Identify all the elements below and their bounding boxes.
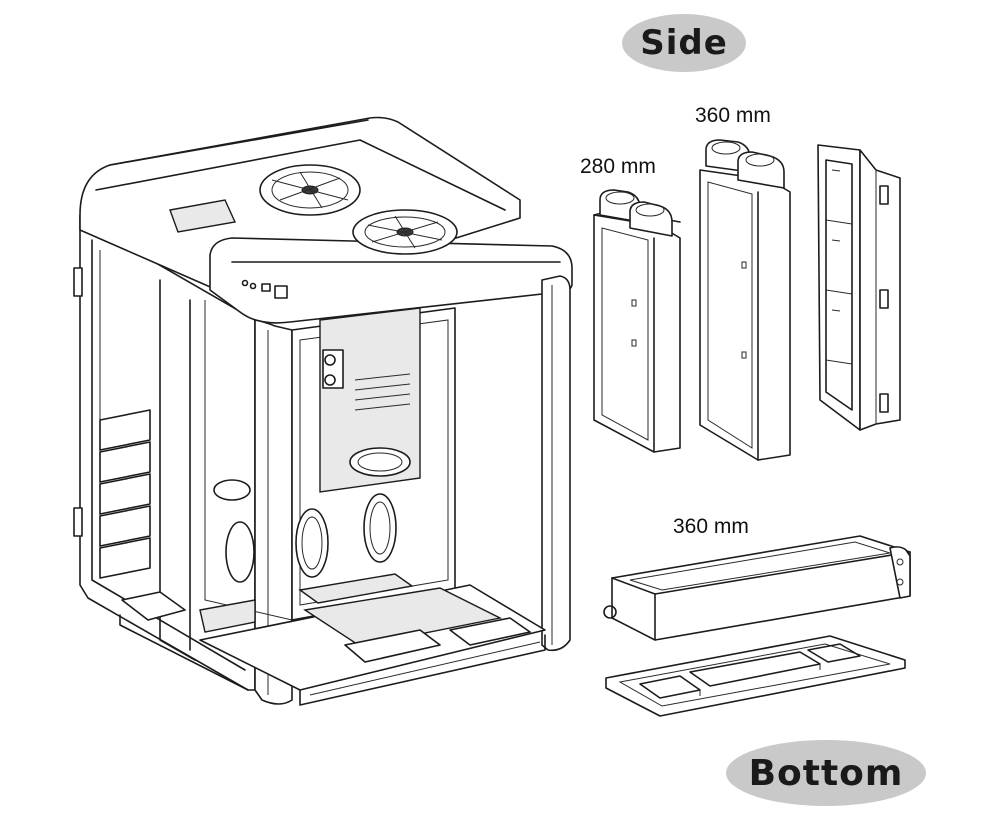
radiator-360-bottom-label: 360 mm xyxy=(673,515,749,538)
radiator-280-label: 280 mm xyxy=(580,155,656,178)
radiator-360-side-label: 360 mm xyxy=(695,104,771,127)
bottom-badge: Bottom xyxy=(726,740,926,806)
radiator-360mm-bottom xyxy=(603,535,911,641)
side-mounting-bracket xyxy=(817,144,901,431)
pc-case-illustration xyxy=(73,116,573,706)
side-badge: Side xyxy=(622,14,746,72)
radiator-280mm xyxy=(593,189,681,453)
bottom-mounting-bracket xyxy=(605,635,906,717)
radiator-360mm-side xyxy=(699,139,791,461)
